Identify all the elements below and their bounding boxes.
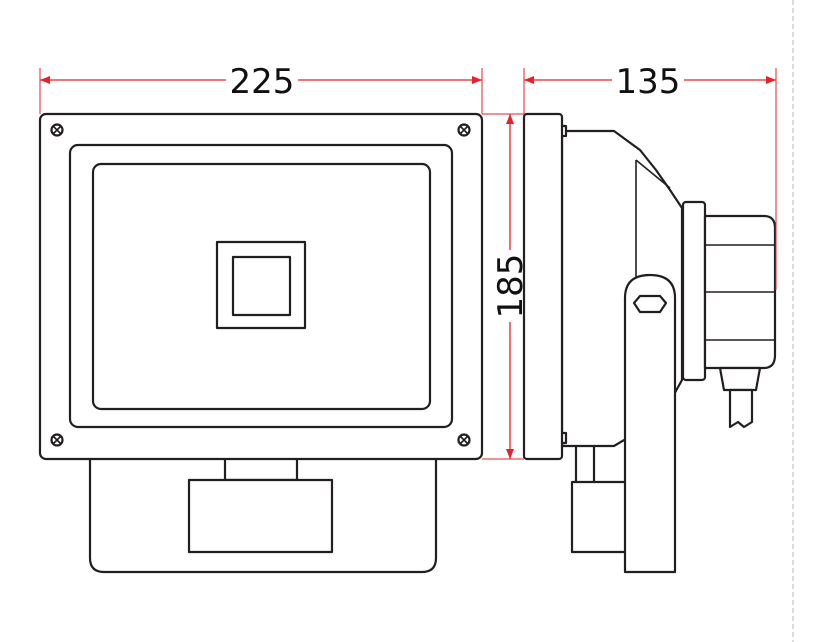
bracket-nut-icon [632,294,668,314]
dimension-depth-label: 135 [616,62,681,102]
dimension-width-label: 225 [230,62,295,102]
side-front-frame [522,112,564,461]
screw-icon [457,123,471,137]
sensor-window [187,478,334,554]
side-sensor-body [570,480,628,554]
front-view [38,112,484,574]
dimension-depth: 135 [523,62,777,290]
screw-icon [50,433,64,447]
screw-icon [457,433,471,447]
side-view [522,112,777,574]
side-heatsink-fin [635,159,671,189]
side-bracket [623,273,677,574]
side-flange [681,200,707,382]
led-module-inner [231,255,292,317]
side-cable-gland [718,366,762,392]
side-cable [728,388,754,429]
dimension-height: 185 [482,113,531,460]
screw-icon [50,123,64,137]
dimension-height-label: 185 [491,254,531,319]
dimension-width: 225 [39,62,483,114]
